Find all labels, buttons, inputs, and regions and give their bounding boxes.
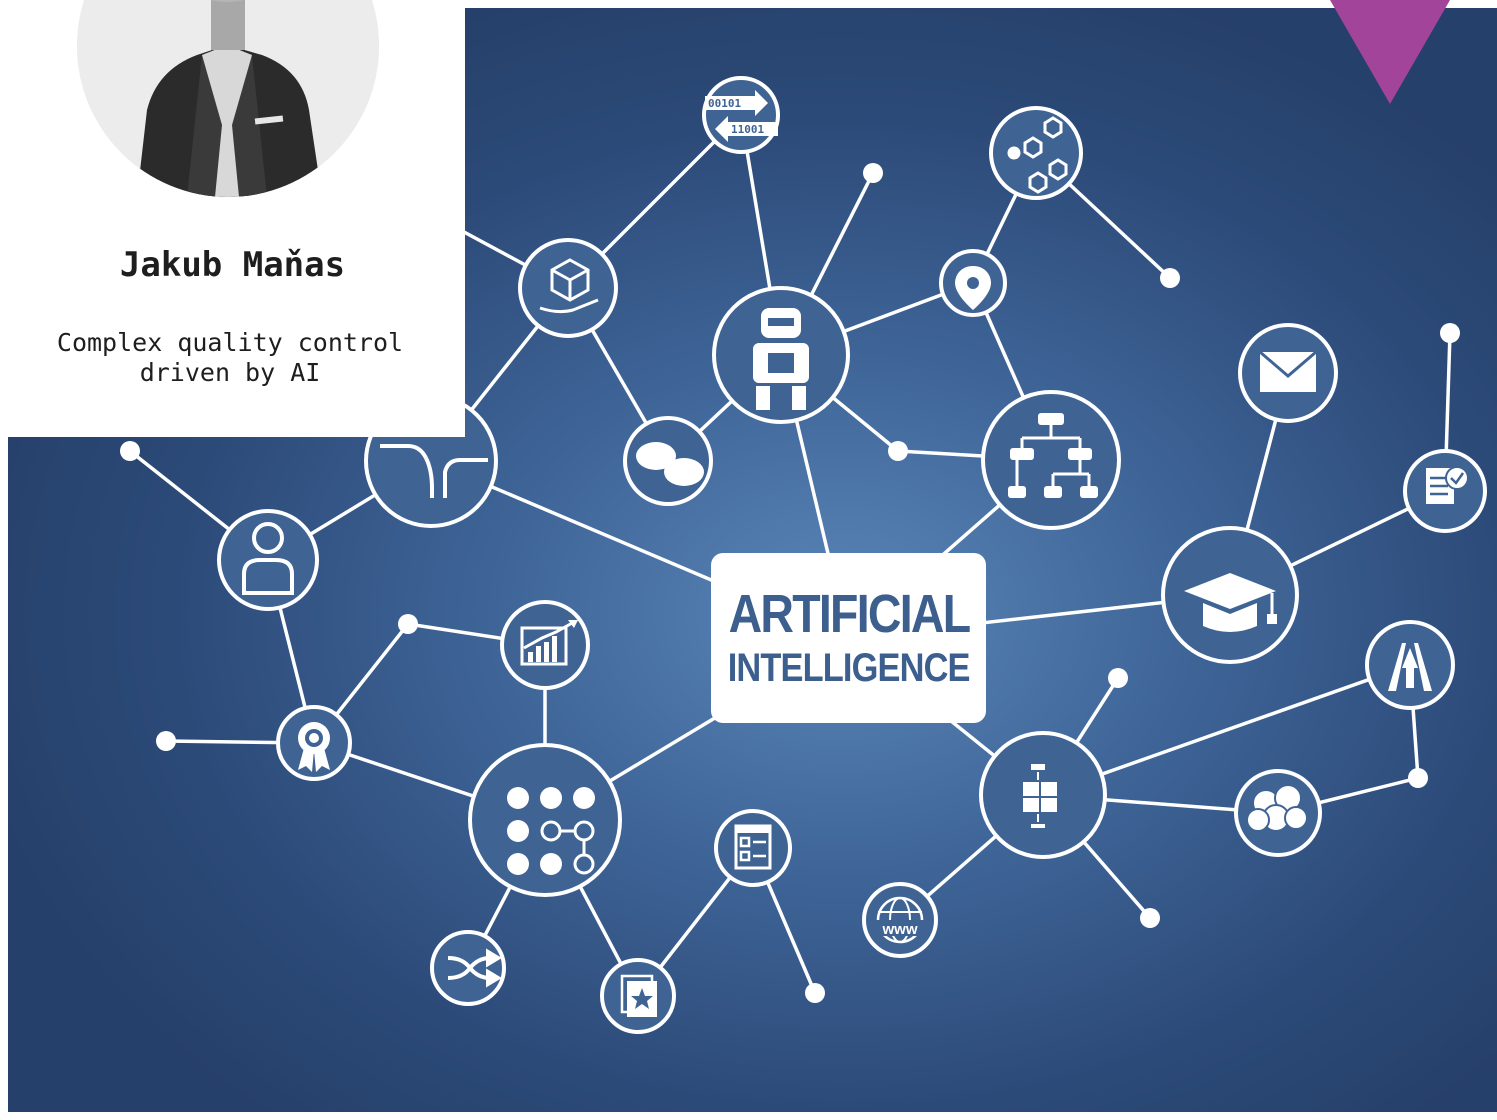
globe-www-icon: www — [876, 896, 924, 944]
talk-title-line2: driven by AI — [139, 358, 321, 387]
location-pin-icon — [955, 266, 991, 310]
svg-text:00101: 00101 — [708, 97, 741, 110]
talk-title: Complex quality control driven by AI — [20, 328, 440, 388]
artificial-intelligence-hub: ARTIFICIAL INTELLIGENCE — [711, 553, 986, 723]
molecule-icon — [1007, 116, 1068, 194]
document-check-icon — [1426, 466, 1469, 504]
speaker-name: Jakub Maňas — [119, 245, 346, 285]
award-ribbon-icon — [298, 722, 330, 772]
growth-chart-icon — [520, 620, 578, 666]
form-list-icon — [734, 824, 772, 870]
chat-bubbles-icon — [636, 442, 704, 486]
network-diagram: 00101 11001 — [120, 76, 1487, 1034]
accent-triangle-arrow — [1330, 0, 1450, 104]
envelope-icon — [1259, 350, 1317, 392]
brain-icon — [1246, 784, 1308, 832]
road-icon — [1388, 643, 1432, 691]
graduation-cap-icon — [1184, 573, 1277, 632]
org-chart-icon — [1008, 413, 1098, 498]
svg-text:www: www — [881, 921, 917, 938]
dots-grid-icon — [507, 787, 595, 875]
starred-documents-icon — [620, 974, 657, 1017]
person-icon — [242, 522, 294, 595]
talk-title-line1: Complex quality control — [56, 328, 404, 357]
svg-text:11001: 11001 — [731, 123, 764, 136]
ai-network-poster: 00101 11001 — [8, 8, 1497, 1112]
hand-box-icon — [539, 258, 599, 314]
hub-title-line1: ARTIFICIAL — [728, 584, 970, 644]
cubes-icon — [1021, 762, 1059, 830]
pipes-icon — [380, 444, 488, 498]
hub-title-line2: INTELLIGENCE — [727, 646, 971, 690]
speaker-card: Jakub Maňas Complex quality control driv… — [0, 0, 465, 437]
shuffle-icon — [447, 948, 502, 988]
speaker-avatar — [77, 0, 379, 197]
binary-exchange-icon: 00101 11001 — [705, 90, 778, 142]
robot-icon — [753, 308, 809, 410]
